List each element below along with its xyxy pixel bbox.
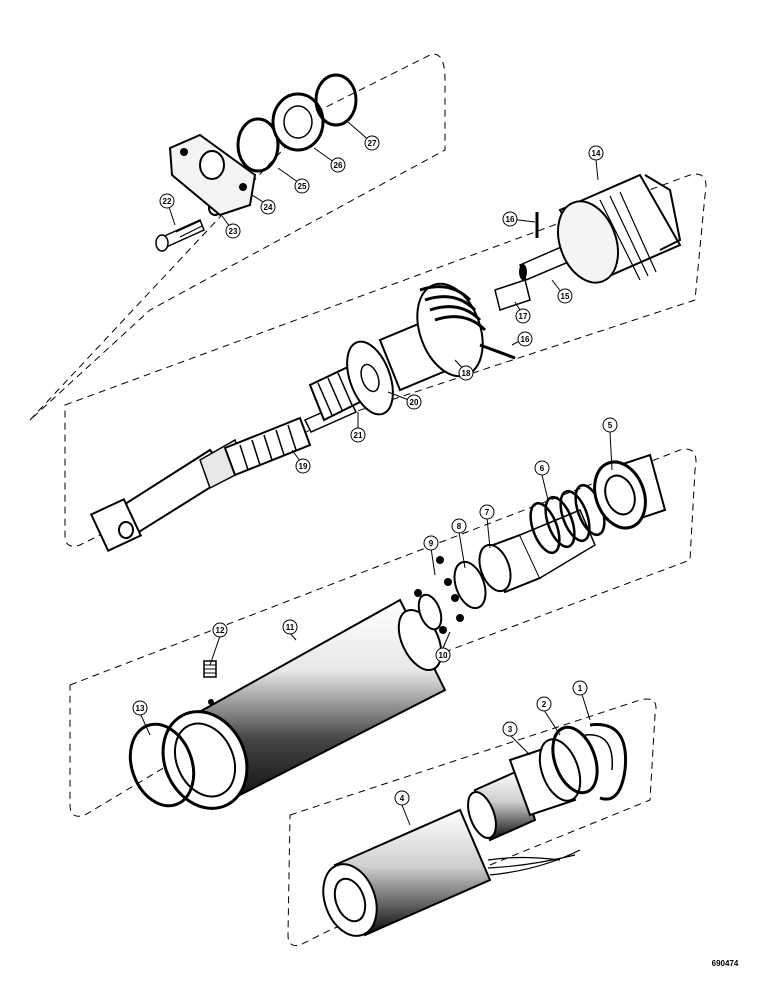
svg-text:21: 21 bbox=[354, 431, 363, 440]
svg-text:17: 17 bbox=[519, 312, 528, 321]
o-ring-part-2 bbox=[551, 725, 599, 795]
svg-text:3: 3 bbox=[508, 725, 513, 734]
svg-text:27: 27 bbox=[368, 139, 377, 148]
valve-body-part-7 bbox=[478, 509, 596, 594]
seal-ring-part-26 bbox=[271, 92, 325, 152]
callout-7: 7 bbox=[479, 504, 495, 520]
svg-text:14: 14 bbox=[592, 149, 601, 158]
callout-17: 17 bbox=[515, 308, 531, 324]
callout-22: 22 bbox=[159, 193, 175, 209]
svg-text:20: 20 bbox=[410, 398, 419, 407]
callout-18: 18 bbox=[458, 365, 474, 381]
snap-ring-part-1 bbox=[584, 723, 628, 801]
svg-text:9: 9 bbox=[429, 539, 434, 548]
svg-text:15: 15 bbox=[561, 292, 570, 301]
callout-2: 2 bbox=[536, 696, 552, 712]
bolt-part-22 bbox=[155, 218, 205, 252]
callout-6: 6 bbox=[534, 460, 550, 476]
o-ring-part-27 bbox=[314, 73, 358, 127]
callout-26: 26 bbox=[330, 157, 346, 173]
group-outline-upper bbox=[29, 53, 707, 946]
callout-4: 4 bbox=[394, 790, 410, 806]
sleeve-part-4 bbox=[322, 808, 581, 937]
svg-text:1: 1 bbox=[578, 684, 583, 693]
svg-text:23: 23 bbox=[229, 227, 238, 236]
washer-part-20 bbox=[346, 340, 394, 416]
callout-24: 24 bbox=[260, 199, 276, 215]
callout-12: 12 bbox=[212, 622, 228, 638]
piston-part-3 bbox=[467, 738, 582, 842]
cap-part-5 bbox=[593, 453, 667, 530]
end-cap-part-14 bbox=[557, 173, 682, 284]
svg-text:16: 16 bbox=[506, 215, 515, 224]
callout-23: 23 bbox=[225, 223, 241, 239]
svg-text:19: 19 bbox=[299, 462, 308, 471]
callout-11: 11 bbox=[282, 619, 298, 635]
svg-text:5: 5 bbox=[608, 421, 613, 430]
callout-10: 10 bbox=[435, 647, 451, 663]
svg-text:26: 26 bbox=[334, 161, 343, 170]
figure-code: 690474 bbox=[712, 959, 739, 968]
callout-15: 15 bbox=[557, 288, 573, 304]
svg-text:7: 7 bbox=[485, 508, 490, 517]
svg-text:13: 13 bbox=[136, 704, 145, 713]
svg-text:18: 18 bbox=[462, 369, 471, 378]
cylinder-barrel-part-11 bbox=[161, 598, 447, 810]
callout-16-upper: 16 bbox=[502, 211, 518, 227]
svg-text:10: 10 bbox=[439, 651, 448, 660]
o-ring-part-25 bbox=[236, 117, 280, 173]
svg-text:6: 6 bbox=[540, 464, 545, 473]
sleeve-part-17 bbox=[494, 279, 531, 311]
svg-text:16: 16 bbox=[521, 335, 530, 344]
callout-3: 3 bbox=[502, 721, 518, 737]
callout-5: 5 bbox=[602, 417, 618, 433]
callout-13: 13 bbox=[132, 700, 148, 716]
pin-part-16a bbox=[479, 343, 516, 360]
spring-part-6 bbox=[529, 483, 606, 555]
callout-1: 1 bbox=[572, 680, 588, 696]
svg-text:12: 12 bbox=[216, 626, 225, 635]
svg-text:2: 2 bbox=[542, 700, 547, 709]
setscrew-part-12 bbox=[203, 660, 217, 678]
piston-part-18 bbox=[378, 282, 487, 392]
o-ring-part-13 bbox=[128, 722, 196, 808]
svg-text:8: 8 bbox=[457, 522, 462, 531]
svg-text:4: 4 bbox=[400, 794, 405, 803]
svg-text:11: 11 bbox=[286, 623, 295, 632]
flange-plate-part-24 bbox=[168, 133, 257, 217]
callout-8: 8 bbox=[451, 518, 467, 534]
piston-rod-part-19 bbox=[89, 399, 358, 553]
ring-part-8 bbox=[453, 560, 487, 610]
callout-19: 19 bbox=[295, 458, 311, 474]
seat-part-9 bbox=[417, 593, 443, 631]
svg-text:25: 25 bbox=[298, 182, 307, 191]
callout-16-lower: 16 bbox=[517, 331, 533, 347]
callout-14: 14 bbox=[588, 145, 604, 161]
svg-text:24: 24 bbox=[264, 203, 273, 212]
callout-9: 9 bbox=[423, 535, 439, 551]
callout-20: 20 bbox=[406, 394, 422, 410]
callout-25: 25 bbox=[294, 178, 310, 194]
svg-text:22: 22 bbox=[163, 197, 172, 206]
callout-21: 21 bbox=[350, 427, 366, 443]
callout-27: 27 bbox=[364, 135, 380, 151]
